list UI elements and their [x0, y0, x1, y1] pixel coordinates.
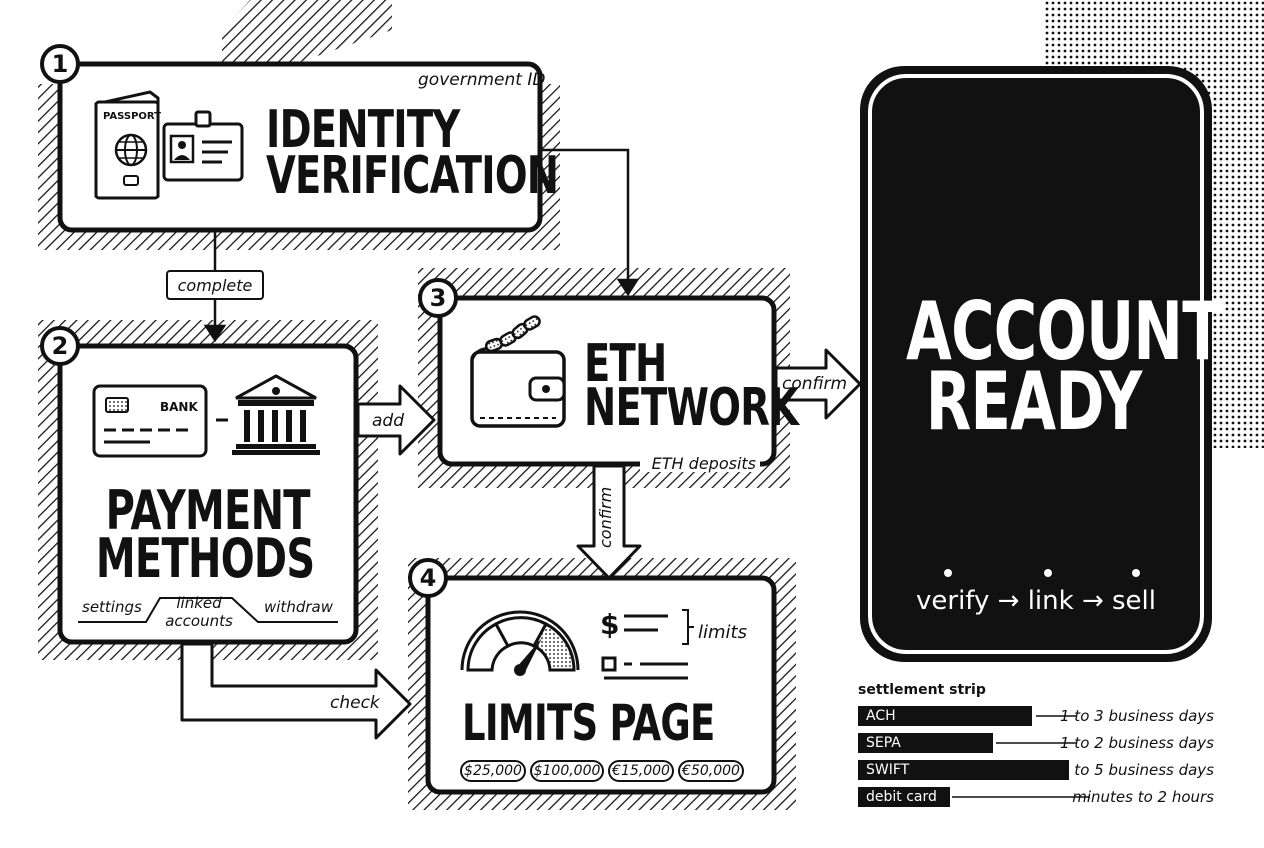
step-3-badge: 3 — [418, 278, 458, 318]
id-card-icon — [162, 110, 244, 182]
government-id-tag: government ID — [418, 70, 546, 90]
account-ready-panel — [860, 66, 1212, 662]
settlement-bar-swift: SWIFT — [858, 760, 1069, 780]
identity-verification-box — [57, 61, 543, 233]
payment-title-line1: PAYMENT — [105, 479, 311, 542]
tab-divider — [78, 597, 338, 623]
account-flow-text: verify → link → sell — [916, 586, 1156, 616]
limits-label: limits — [698, 622, 747, 643]
settlement-value-ach: 1 to 3 business days — [1060, 707, 1214, 725]
confirm-right-label: confirm — [782, 374, 848, 394]
settlement-label-debit-card: debit card — [866, 789, 937, 805]
limit-pill-4: €50,000 — [678, 760, 744, 782]
step-1-badge: 1 — [40, 44, 80, 84]
limit-pill-2: $100,000 — [530, 760, 604, 782]
settlement-bar-sepa: SEPA — [858, 733, 993, 753]
eth-title-line1: ETH — [584, 334, 667, 394]
connector-lines — [203, 148, 640, 343]
dollar-sign: $ — [600, 608, 620, 641]
identity-title-line2: VERIFICATION — [266, 146, 559, 206]
settlement-label-swift: SWIFT — [866, 762, 910, 778]
settlement-bar-ach: ACH — [858, 706, 1032, 726]
settlement-label-sepa: SEPA — [866, 735, 901, 751]
settlement-value-debit-card: minutes to 2 hours — [1072, 788, 1214, 806]
step-2-badge: 2 — [40, 326, 80, 366]
tab-withdraw[interactable]: withdraw — [264, 598, 333, 616]
settlement-title: settlement strip — [858, 682, 986, 698]
flow-arrows — [180, 348, 862, 740]
account-ready-line1: ACCOUNT — [906, 285, 1223, 378]
limits-list-icon — [601, 609, 694, 680]
passport-label: PASSPORT — [103, 111, 162, 122]
add-label: add — [372, 411, 404, 431]
eth-title-line2: NETWORK — [584, 378, 799, 438]
wallet-icon — [470, 315, 566, 428]
step-4-badge: 4 — [408, 558, 448, 598]
eth-deposits-tag: ETH deposits — [640, 456, 760, 472]
limits-page-title: LIMITS PAGE — [462, 694, 715, 752]
gauge-icon — [460, 610, 580, 676]
bank-label: BANK — [160, 400, 198, 414]
identity-title-line1: IDENTITY — [266, 100, 460, 160]
passport-icon — [94, 90, 160, 200]
bank-card-icon — [92, 384, 208, 458]
settlement-bar-debit-card: debit card — [858, 787, 950, 807]
limit-pill-1: $25,000 — [460, 760, 526, 782]
tab-settings[interactable]: settings — [82, 598, 142, 616]
bank-building-icon — [232, 374, 320, 455]
limit-pill-3: €15,000 — [608, 760, 674, 782]
settlement-value-sepa: 1 to 2 business days — [1060, 734, 1214, 752]
tab-linked-accounts-line2[interactable]: accounts — [165, 612, 233, 630]
complete-label: complete — [166, 270, 264, 300]
settlement-label-ach: ACH — [866, 708, 896, 724]
check-label: check — [330, 693, 380, 713]
confirm-down-label: confirm — [596, 486, 615, 548]
payment-title-line2: METHODS — [95, 527, 315, 590]
tab-linked-accounts-line1[interactable]: linked — [176, 594, 222, 612]
settlement-value-swift: 2 to 5 business days — [1060, 761, 1214, 779]
account-ready-line2: READY — [925, 355, 1143, 448]
settlement-leaders — [952, 715, 1090, 798]
